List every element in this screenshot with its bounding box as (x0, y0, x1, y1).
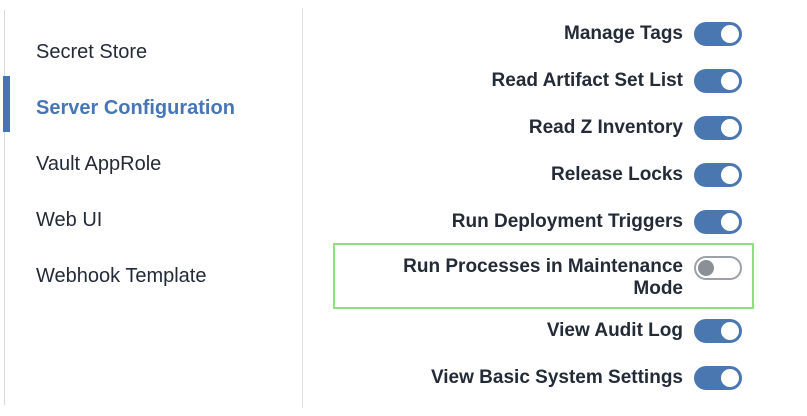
panel-divider (302, 8, 303, 408)
permission-label: View Basic System Settings (430, 366, 683, 388)
permission-label: Read Artifact Set List (491, 69, 683, 91)
permission-row-view-basic-system-settings: View Basic System Settings (333, 354, 754, 401)
permission-row-read-artifact-set-list: Read Artifact Set List (333, 57, 754, 104)
permission-row-release-locks: Release Locks (333, 151, 754, 198)
sidebar-item-label: Server Configuration (36, 96, 235, 119)
sidebar-item-web-ui[interactable]: Web UI (0, 192, 302, 248)
permission-label: Run Processes in Maintenance Mode (403, 256, 683, 299)
permission-row-run-processes-in-maintenance-mode: Run Processes in Maintenance Mode (333, 243, 754, 309)
permission-label: Release Locks (550, 163, 683, 185)
sidebar-item-secret-store[interactable]: Secret Store (0, 24, 302, 80)
permission-row-read-z-inventory: Read Z Inventory (333, 104, 754, 151)
toggle-run-processes-in-maintenance-mode[interactable] (694, 256, 742, 280)
permission-label: View Audit Log (546, 319, 683, 341)
sidebar-item-webhook-template[interactable]: Webhook Template (0, 248, 302, 304)
permission-row-view-audit-log: View Audit Log (333, 307, 754, 354)
sidebar: Secret Store Server Configuration Vault … (0, 0, 302, 416)
permission-label: Run Deployment Triggers (451, 210, 683, 232)
toggle-view-basic-system-settings[interactable] (694, 365, 742, 390)
permissions-list: Manage Tags Read Artifact Set List Read … (333, 10, 754, 401)
toggle-view-audit-log[interactable] (694, 318, 742, 343)
permission-row-manage-tags: Manage Tags (333, 10, 754, 57)
toggle-release-locks[interactable] (694, 162, 742, 187)
permission-row-run-deployment-triggers: Run Deployment Triggers (333, 198, 754, 245)
toggle-read-artifact-set-list[interactable] (694, 68, 742, 93)
permission-label: Manage Tags (564, 22, 683, 44)
sidebar-left-rule (4, 10, 5, 405)
sidebar-item-server-configuration[interactable]: Server Configuration (0, 76, 302, 136)
permission-label: Read Z Inventory (528, 116, 683, 138)
toggle-manage-tags[interactable] (694, 21, 742, 46)
sidebar-item-label: Secret Store (36, 40, 148, 63)
sidebar-nav: Secret Store Server Configuration Vault … (0, 24, 302, 304)
sidebar-item-label: Web UI (36, 208, 103, 231)
toggle-read-z-inventory[interactable] (694, 115, 742, 140)
sidebar-item-vault-approle[interactable]: Vault AppRole (0, 136, 302, 192)
sidebar-item-label: Vault AppRole (36, 152, 162, 175)
sidebar-item-label: Webhook Template (36, 264, 207, 287)
toggle-run-deployment-triggers[interactable] (694, 209, 742, 234)
